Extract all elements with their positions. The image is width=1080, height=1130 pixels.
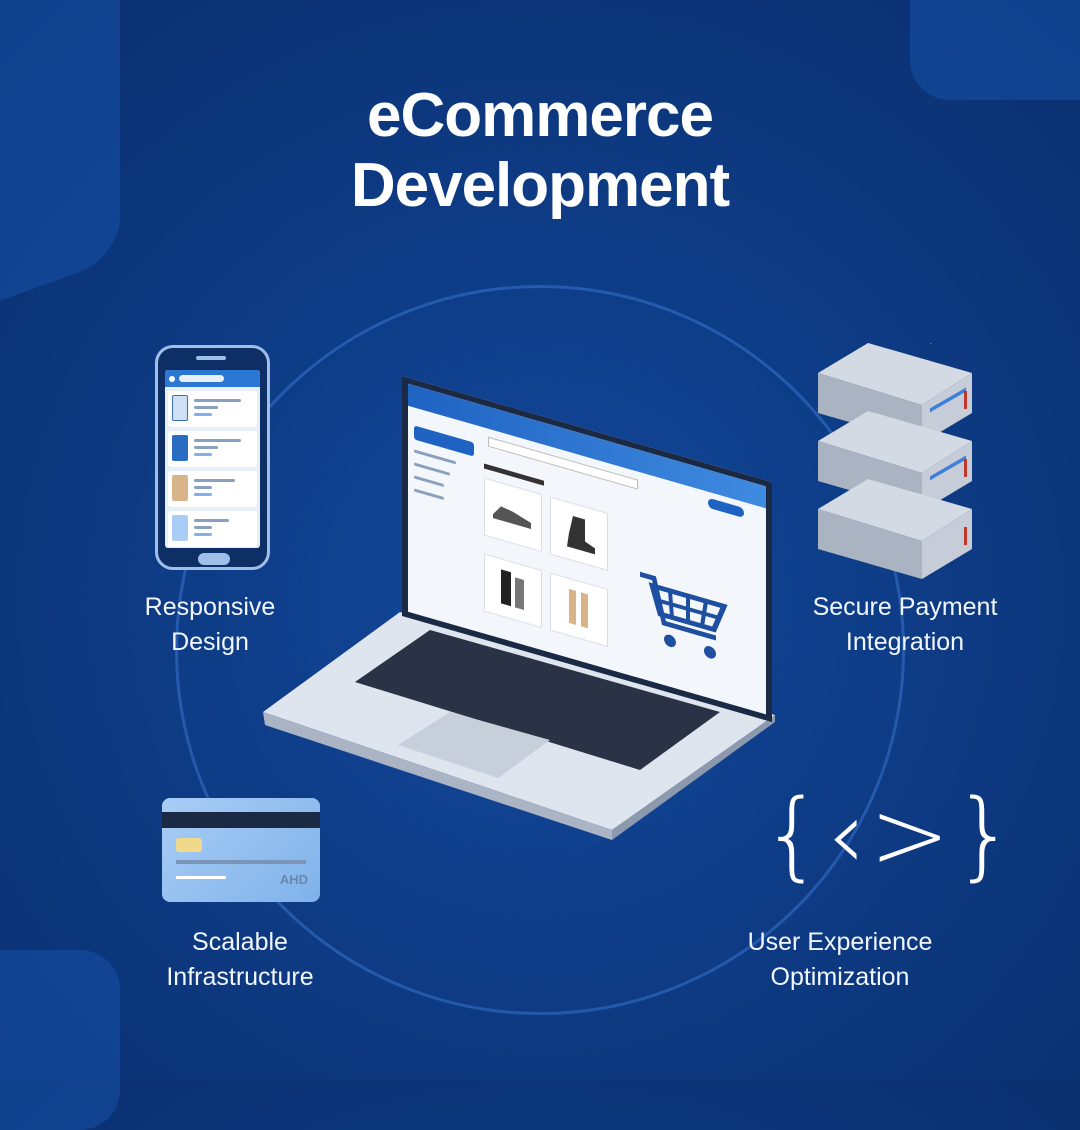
page-title-line1: eCommerce	[367, 81, 714, 150]
card-brand: AHD	[279, 872, 308, 887]
laptop-screen	[402, 376, 772, 723]
bg-shape	[910, 0, 1080, 100]
orbit-ring	[175, 285, 905, 1015]
server-stack-icon	[818, 319, 972, 579]
shopping-cart-icon	[640, 571, 728, 659]
laptop-base	[263, 612, 775, 840]
credit-card-icon: AHD	[162, 798, 320, 902]
page-title-line2: Development	[350, 151, 730, 220]
code-brackets-icon: {‹>}	[762, 779, 1019, 891]
smartphone-icon	[155, 345, 270, 570]
